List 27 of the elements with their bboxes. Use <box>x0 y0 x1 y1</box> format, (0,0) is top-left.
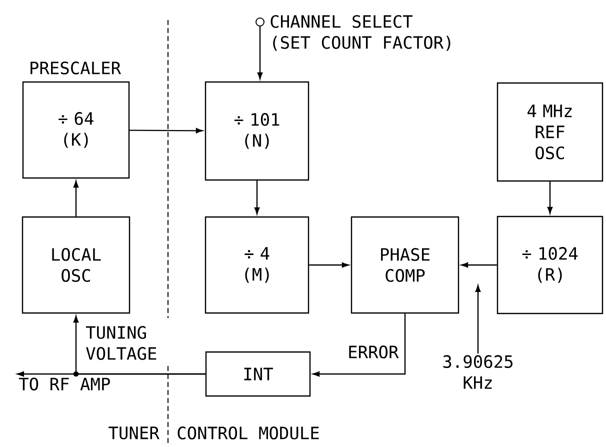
arrow <box>254 180 260 214</box>
block-box: PHASE COMP <box>350 216 460 314</box>
arrow <box>73 180 79 216</box>
arrow <box>461 262 497 268</box>
frequency-label: 3.90625 KHz <box>443 355 512 389</box>
block-box: 4 MHz REF OSC <box>496 82 604 182</box>
block-box: ÷ 1024 (R) <box>496 216 604 314</box>
arrow <box>312 314 406 377</box>
block-box: INT <box>205 351 311 397</box>
arrow <box>547 182 553 214</box>
edge-label: ERROR <box>346 344 400 360</box>
block-box: ÷ 4 (M) <box>204 216 310 314</box>
edge-label: TUNING VOLTAGE <box>84 325 160 361</box>
block-box: ÷ 101 (N) <box>204 81 310 181</box>
arrow <box>130 128 203 134</box>
section-label: CONTROL MODULE <box>178 426 319 440</box>
output-label: TO RF AMP <box>19 378 110 390</box>
input-terminal <box>256 18 264 26</box>
arrow <box>17 371 206 377</box>
block-box: LOCAL OSC <box>22 216 130 314</box>
arrow <box>475 285 481 354</box>
arrow <box>257 26 263 80</box>
block-caption: PRESCALER <box>30 62 122 74</box>
block-box: ÷ 64 (K) <box>22 81 130 179</box>
arrow <box>309 262 349 268</box>
section-label: TUNER <box>108 426 160 440</box>
block-caption: CHANNEL SELECT (SET COUNT FACTOR) <box>270 15 450 51</box>
